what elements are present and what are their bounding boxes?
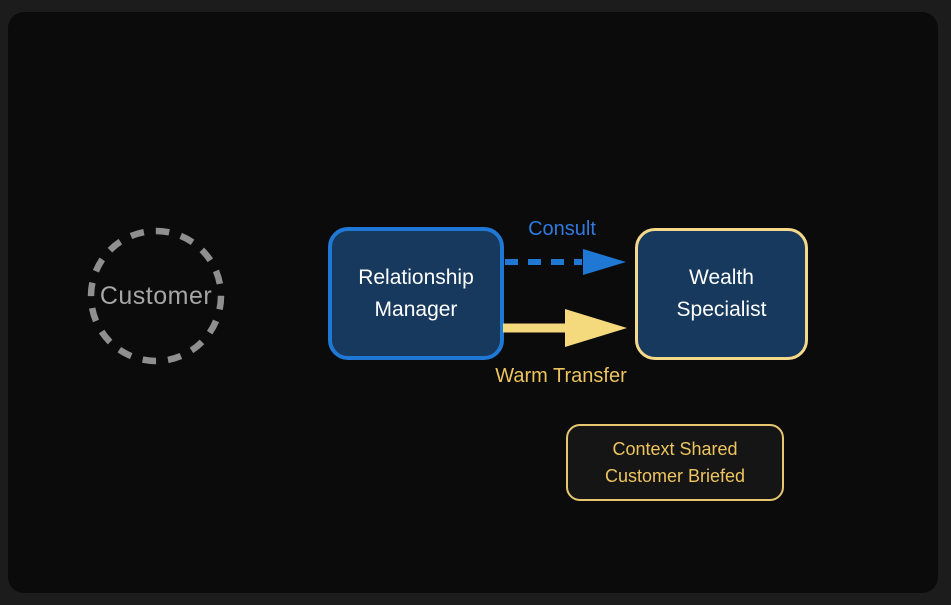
dashed-circle-icon <box>87 227 225 365</box>
customer-node: Customer <box>87 227 225 365</box>
consult-edge-label: Consult <box>528 218 596 240</box>
customer-label: Customer <box>99 281 213 310</box>
consult-arrow-icon <box>505 249 626 275</box>
wealth-specialist-node: Wealth Specialist <box>635 228 808 360</box>
relationship-manager-node: Relationship Manager <box>328 227 504 360</box>
wealth-specialist-label: Wealth Specialist <box>676 266 767 321</box>
context-note-line-1: Context Shared <box>612 438 738 459</box>
context-note-line-2: Customer Briefed <box>604 465 746 486</box>
diagram-panel: Customer Relationship Manager Wealth Spe… <box>8 12 938 593</box>
relationship-manager-label: Relationship Manager <box>358 265 474 321</box>
warm-transfer-arrow-icon <box>503 309 627 347</box>
context-note: Context Shared Customer Briefed <box>566 424 784 501</box>
warm-transfer-edge-label: Warm Transfer <box>495 365 627 387</box>
